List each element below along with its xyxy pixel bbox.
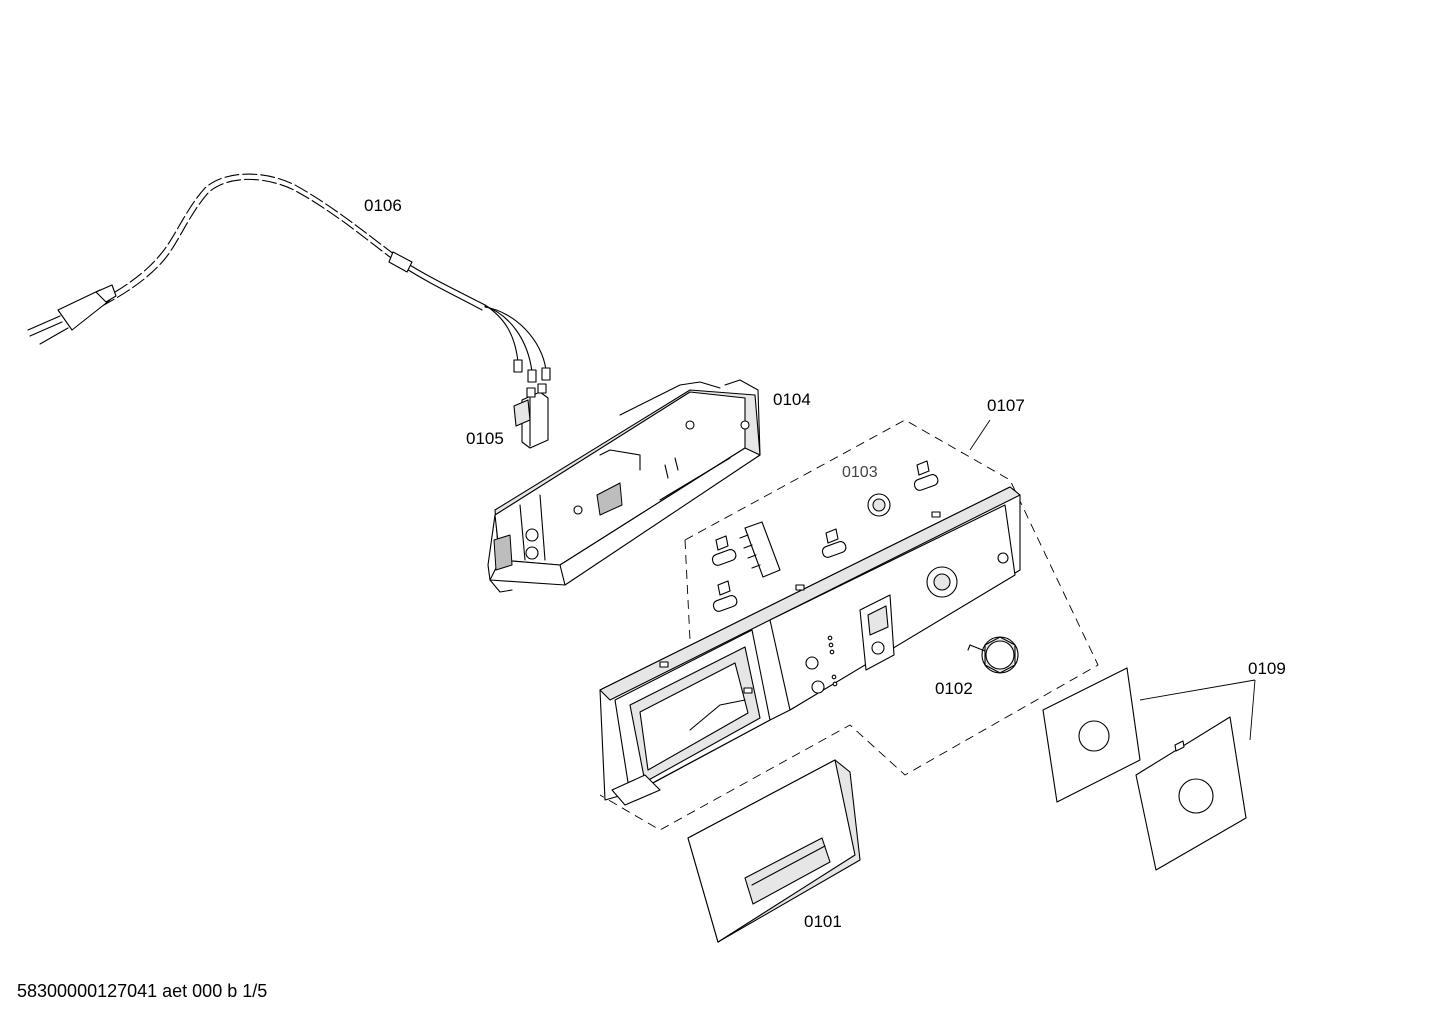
part-label-0103: 0103: [842, 464, 878, 481]
connector-0105: [513, 383, 549, 449]
part-label-0109: 0109: [1248, 659, 1286, 678]
power-cord-0106: [27, 173, 551, 383]
part-label-0104: 0104: [773, 390, 811, 409]
electronic-module-0104: [487, 379, 761, 593]
leader-lines: [969, 419, 1256, 741]
part-label-0105: 0105: [466, 429, 504, 448]
part-label-0101: 0101: [804, 912, 842, 931]
selector-knob-0102: [967, 636, 1019, 674]
drawer-handle-0101: [687, 759, 861, 943]
cover-plates-0109: [1042, 667, 1247, 871]
part-label-0107: 0107: [987, 396, 1025, 415]
part-label-0106: 0106: [364, 196, 402, 215]
document-footer-code: 58300000127041 aet 000 b 1/5: [17, 981, 268, 1001]
panel-group-outline-0107: [599, 419, 1099, 831]
button-parts: [711, 460, 939, 612]
part-label-0102: 0102: [935, 679, 973, 698]
control-panel-body: [599, 486, 1021, 806]
